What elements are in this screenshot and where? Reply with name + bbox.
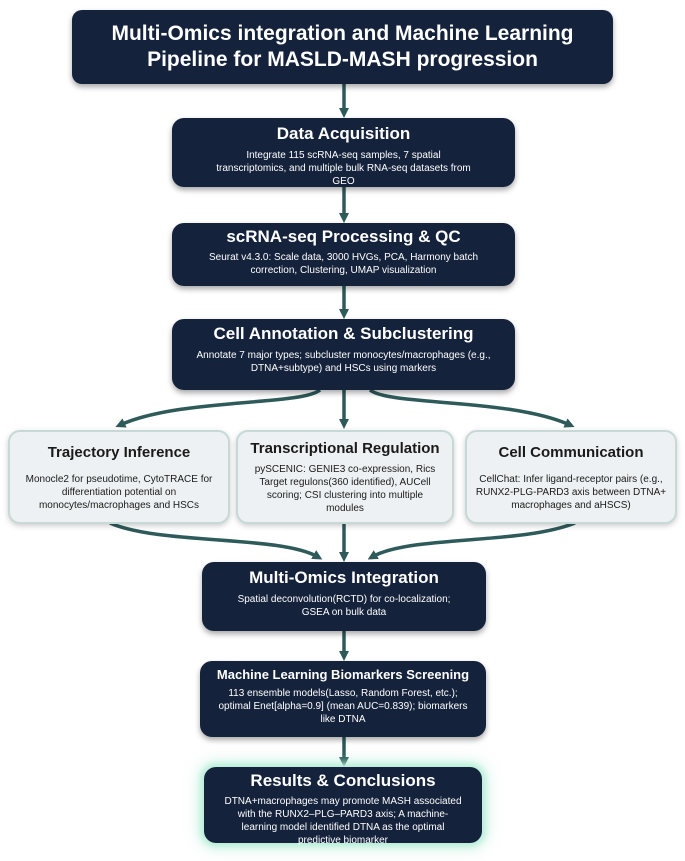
pipeline-title: Multi-Omics integration and Machine Lear…: [111, 22, 574, 71]
results-conclusions-title: Results & Conclusions: [250, 771, 436, 790]
arrow-communication-to-integration: [367, 521, 576, 560]
arrow-trajectory-to-integration: [109, 521, 323, 560]
multi-omics-integration-title: Multi-Omics Integration: [249, 568, 439, 587]
cell-communication-text: CellChat: Infer ligand-receptor pairs (e…: [475, 474, 667, 511]
cell-annotation-text: Annotate 7 major types; subcluster monoc…: [196, 349, 491, 374]
arrow-annotation-to-communication: [368, 388, 575, 428]
results-conclusions-box: Results & Conclusions DTNA+macrophages m…: [204, 767, 482, 846]
transcriptional-regulation-text: pySCENIC: GENIE3 co-expression, Rics Tar…: [254, 464, 436, 514]
data-acquisition-text: Integrate 115 scRNA-seq samples, 7 spati…: [216, 149, 471, 187]
cell-annotation-title: Cell Annotation & Subclustering: [213, 324, 474, 343]
ml-screening-text: 113 ensemble models(Lasso, Random Forest…: [218, 687, 468, 725]
trajectory-inference-box: Trajectory Inference Monocle2 for pseudo…: [8, 430, 230, 524]
arrow-annotation-to-trajectory: [115, 388, 322, 428]
data-acquisition-title: Data Acquisition: [276, 124, 411, 143]
cell-annotation-box: Cell Annotation & Subclustering Annotate…: [172, 319, 515, 390]
ml-screening-box: Machine Learning Biomarkers Screening 11…: [200, 661, 486, 737]
multi-omics-integration-text: Spatial deconvolution(RCTD) for co-local…: [237, 593, 451, 618]
transcriptional-regulation-box: Transcriptional Regulation pySCENIC: GEN…: [236, 430, 454, 524]
scrna-processing-text: Seurat v4.3.0: Scale data, 3000 HVGs, PC…: [208, 251, 479, 276]
scrna-processing-box: scRNA-seq Processing & QC Seurat v4.3.0:…: [172, 223, 515, 286]
scrna-processing-title: scRNA-seq Processing & QC: [226, 227, 461, 246]
transcriptional-regulation-title: Transcriptional Regulation: [250, 440, 440, 457]
cell-communication-box: Cell Communication CellChat: Infer ligan…: [465, 430, 677, 524]
trajectory-inference-title: Trajectory Inference: [47, 444, 191, 461]
results-conclusions-text: DTNA+macrophages may promote MASH associ…: [224, 795, 462, 846]
data-acquisition-box: Data Acquisition Integrate 115 scRNA-seq…: [172, 118, 515, 187]
cell-communication-title: Cell Communication: [498, 444, 644, 461]
multi-omics-integration-box: Multi-Omics Integration Spatial deconvol…: [202, 562, 486, 631]
ml-screening-title: Machine Learning Biomarkers Screening: [216, 667, 470, 682]
pipeline-title-box: Multi-Omics integration and Machine Lear…: [72, 10, 613, 84]
trajectory-inference-text: Monocle2 for pseudotime, CytoTRACE for d…: [25, 474, 213, 511]
